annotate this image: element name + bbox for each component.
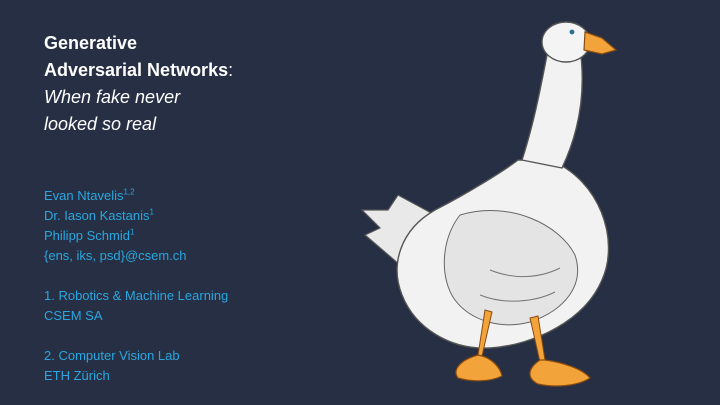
goose-head [541, 21, 591, 63]
author-affiliation-mark: 1 [149, 207, 154, 217]
title-line-2-colon: : [228, 60, 234, 80]
author-name: Dr. Iason Kastanis [44, 208, 150, 223]
goose-left-foot [455, 354, 503, 382]
author-3: Philipp Schmid1 [44, 226, 228, 246]
goose-tail [360, 194, 436, 266]
email-line: {ens, iks, psd}@csem.ch [44, 248, 187, 263]
affiliation-1-line-2: CSEM SA [44, 308, 103, 323]
affiliation-1-line-1: 1. Robotics & Machine Learning [44, 288, 229, 303]
title-line-1: Generative [44, 33, 138, 53]
author-affiliation-mark: 1,2 [123, 187, 135, 197]
title-line-2: Adversarial Networks: [44, 57, 233, 84]
title-line-2-bold: Adversarial Networks [44, 60, 229, 80]
subtitle-line-2: looked so real [44, 114, 157, 134]
goose-neck [521, 47, 583, 169]
affiliation-2-line-2: ETH Zürich [44, 368, 110, 383]
goose-eye [569, 29, 575, 35]
author-block: Evan Ntavelis1,2 Dr. Iason Kastanis1 Phi… [44, 186, 228, 386]
subtitle-line-1: When fake never [44, 87, 181, 107]
author-name: Philipp Schmid [44, 228, 130, 243]
author-1: Evan Ntavelis1,2 [44, 186, 228, 206]
author-2: Dr. Iason Kastanis1 [44, 206, 228, 226]
slide-title: Generative Adversarial Networks: When fa… [44, 30, 233, 138]
goose-illustration [360, 21, 618, 387]
author-name: Evan Ntavelis [44, 188, 124, 203]
goose-beak [583, 31, 618, 55]
affiliation-2-line-1: 2. Computer Vision Lab [44, 348, 180, 363]
author-affiliation-mark: 1 [130, 227, 135, 237]
goose-right-foot [529, 359, 591, 387]
